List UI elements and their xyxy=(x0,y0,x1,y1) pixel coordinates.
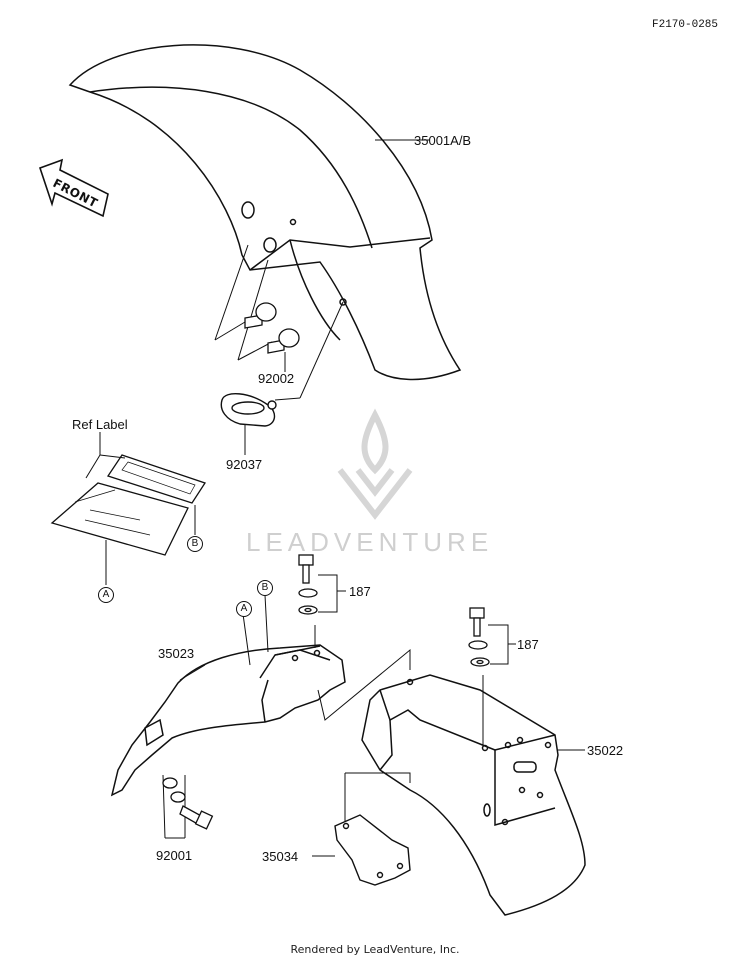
watermark-logo xyxy=(337,408,413,520)
bolt-92001 xyxy=(162,777,214,830)
bolt-set-187-right xyxy=(468,607,490,667)
callout-a-ref: A xyxy=(98,587,114,603)
part-label-bolt-set-187-left[interactable]: 187 xyxy=(349,584,371,599)
diagram-code: F2170-0285 xyxy=(652,19,719,31)
front-arrow xyxy=(38,158,109,218)
front-fender-part xyxy=(68,44,462,381)
part-label-bolt-set-187-right[interactable]: 187 xyxy=(517,637,539,652)
bolt-set-187-right-bracket xyxy=(488,624,516,665)
part-label-grommet-92037[interactable]: 92037 xyxy=(226,457,263,472)
rear-fender-rear-part xyxy=(361,674,586,916)
watermark-text: LEADVENTURE xyxy=(246,527,494,557)
ref-label-stickers xyxy=(50,454,207,556)
grommet-92037 xyxy=(220,393,277,427)
bolt-92002 xyxy=(244,302,300,354)
callout-b-ref: B xyxy=(187,536,203,552)
part-label-front-fender[interactable]: 35001A/B xyxy=(414,133,472,148)
footer-credit: Rendered by LeadVenture, Inc. xyxy=(290,943,460,956)
bolt-set-187-left-bracket xyxy=(318,574,346,613)
part-label-bolt-92002[interactable]: 92002 xyxy=(258,371,295,386)
callout-b-fender: B xyxy=(257,580,273,596)
rear-leaders-left xyxy=(162,594,411,839)
part-label-rear-fender-35023[interactable]: 35023 xyxy=(158,646,195,661)
rear-leaders-right xyxy=(312,675,585,857)
part-label-bracket-35034[interactable]: 35034 xyxy=(262,849,299,864)
ref-label-title: Ref Label xyxy=(72,417,128,432)
leader-lines-front xyxy=(214,139,430,455)
part-label-rear-fender-35022[interactable]: 35022 xyxy=(587,743,624,758)
bolt-set-187-left xyxy=(298,554,318,615)
bracket-35034 xyxy=(334,814,411,886)
ref-label-leaders xyxy=(85,432,196,585)
part-label-bolt-92001[interactable]: 92001 xyxy=(156,848,193,863)
rear-fender-front-part xyxy=(110,644,346,797)
callout-a-fender: A xyxy=(236,601,252,617)
